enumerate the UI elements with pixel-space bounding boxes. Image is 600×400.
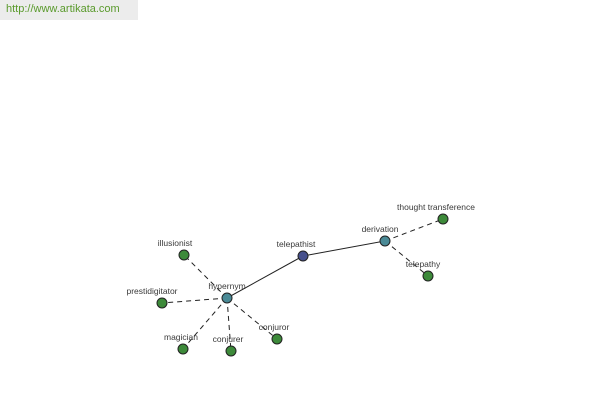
node-conjurer[interactable]	[225, 345, 237, 357]
node-label-hypernym[interactable]: hypernym	[208, 281, 245, 291]
site-url-link[interactable]: http://www.artikata.com	[6, 3, 120, 15]
edge-telepathist-to-derivation	[302, 240, 386, 257]
node-label-prestidigitator[interactable]: prestidigitator	[126, 286, 177, 296]
node-prestidigitator[interactable]	[156, 297, 168, 309]
node-telepathy[interactable]	[422, 270, 434, 282]
node-hypernym[interactable]	[221, 292, 233, 304]
url-banner: http://www.artikata.com	[0, 0, 138, 20]
node-magician[interactable]	[177, 343, 189, 355]
node-label-derivation[interactable]: derivation	[362, 224, 399, 234]
edge-telepathist-to-hypernym	[226, 255, 304, 299]
node-label-telepathist[interactable]: telepathist	[277, 239, 316, 249]
node-label-illusionist[interactable]: illusionist	[158, 238, 193, 248]
node-illusionist[interactable]	[178, 249, 190, 261]
edge-derivation-to-telepathy	[384, 240, 429, 277]
node-label-conjurer[interactable]: conjurer	[213, 334, 244, 344]
edge-hypernym-to-magician	[182, 297, 228, 350]
edge-hypernym-to-illusionist	[183, 254, 228, 299]
node-conjuror[interactable]	[271, 333, 283, 345]
edge-hypernym-to-prestidigitator	[161, 297, 228, 304]
node-label-magician[interactable]: magician	[164, 332, 198, 342]
node-telepathist[interactable]	[297, 250, 309, 262]
label-layer: telepathist hypernym derivation illusionist…	[126, 202, 475, 344]
edge-derivation-to-thought-transference	[384, 218, 444, 242]
node-derivation[interactable]	[379, 235, 391, 247]
node-label-conjuror[interactable]: conjuror	[259, 322, 290, 332]
edge-layer	[161, 218, 444, 352]
node-label-telepathy[interactable]: telepathy	[406, 259, 441, 269]
node-layer	[156, 213, 449, 357]
node-label-thought-transference[interactable]: thought transference	[397, 202, 475, 212]
node-thought-transference[interactable]	[437, 213, 449, 225]
edge-hypernym-to-conjuror	[226, 297, 278, 340]
